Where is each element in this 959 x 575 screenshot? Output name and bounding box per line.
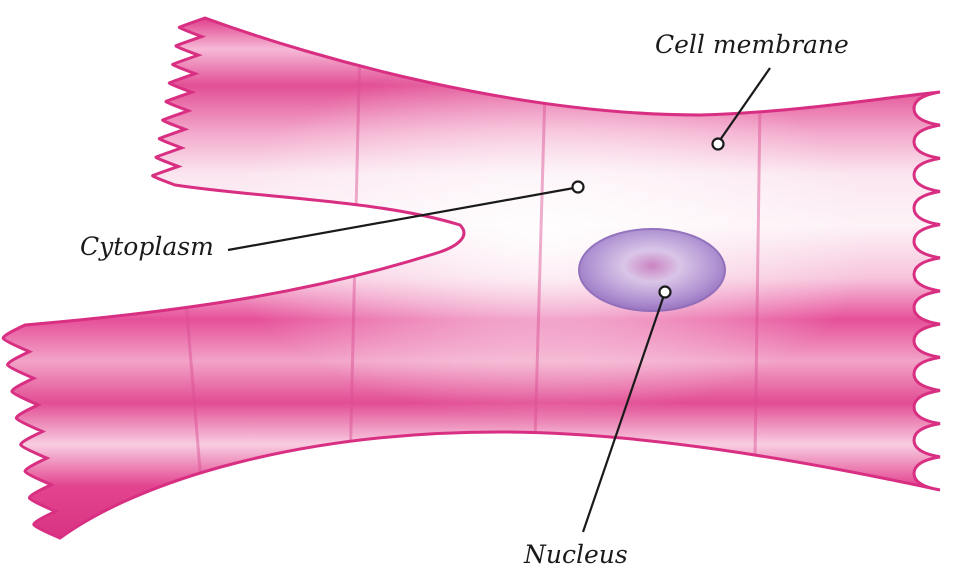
cell-membrane-label: Cell membrane (655, 32, 849, 57)
nucleus-label: Nucleus (524, 542, 628, 567)
nucleus-pointer-dot (660, 287, 671, 298)
muscle-cell-body (3, 18, 940, 538)
cell-membrane-pointer-dot (713, 139, 724, 150)
cytoplasm-pointer-dot (573, 182, 584, 193)
nucleus (579, 229, 725, 311)
cytoplasm-highlight (3, 18, 940, 538)
cytoplasm-label: Cytoplasm (80, 234, 214, 259)
